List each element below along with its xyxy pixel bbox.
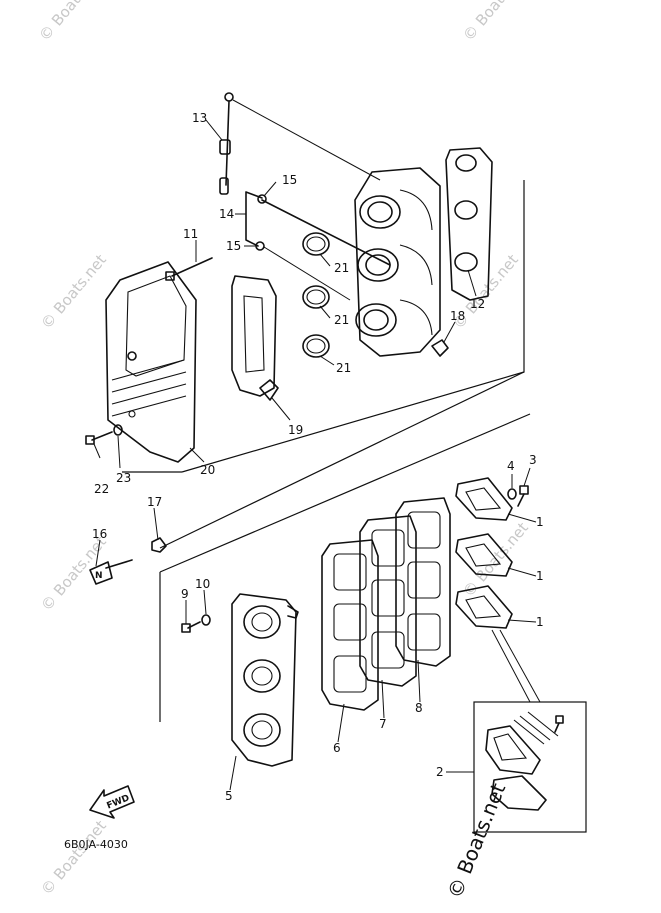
callout-17: 17 [147, 495, 162, 509]
part-16-lever: N [89, 559, 133, 585]
diagram-code: 6B0JA-4030 [64, 838, 128, 851]
watermark: © Boats.net [37, 251, 110, 333]
watermark: © Boats.net [459, 519, 532, 601]
lever-badge: N [95, 571, 103, 581]
callout-6: 6 [333, 741, 341, 755]
callout-8: 8 [415, 701, 423, 715]
assembly-frames [122, 180, 531, 722]
part-8-gasket [395, 497, 451, 667]
callout-12: 12 [470, 297, 485, 311]
part-23-washer [113, 424, 123, 436]
part-6-gasket [321, 539, 379, 711]
callout-1: 1 [536, 615, 544, 629]
callout-labels: 1 1 1 2 3 4 5 6 7 8 9 10 11 12 13 14 15 … [92, 111, 544, 803]
callout-10: 10 [195, 577, 210, 591]
part-19-gasket [231, 275, 279, 401]
callout-15: 15 [226, 239, 241, 253]
part-3-screw [517, 485, 529, 507]
callout-1: 1 [536, 569, 544, 583]
part-20-silencer-cover [105, 261, 197, 463]
callout-2: 2 [436, 765, 444, 779]
callout-23: 23 [116, 471, 131, 485]
part-10-washer [201, 614, 211, 626]
callout-11: 11 [183, 227, 198, 241]
callout-20: 20 [200, 463, 215, 477]
callout-22: 22 [94, 482, 109, 496]
callout-21: 21 [334, 261, 349, 275]
fwd-arrow-icon: FWD [89, 785, 135, 819]
callout-4: 4 [507, 459, 515, 473]
callout-1: 1 [536, 515, 544, 529]
callout-21: 21 [336, 361, 351, 375]
part-5-reed-seat-plate [231, 593, 299, 767]
part-11-screw [165, 257, 213, 281]
part-14-hose [245, 191, 391, 301]
part-7-gasket [359, 515, 417, 687]
callout-19: 19 [288, 423, 303, 437]
part-21-o-rings [302, 232, 330, 358]
part-2-detail-box [473, 629, 587, 833]
watermark-large: © Boats.net [442, 780, 510, 902]
part-18-nut [431, 339, 449, 357]
callout-9: 9 [181, 587, 189, 601]
watermark: © Boats.net [35, 0, 108, 45]
part-12-intake-manifold [354, 167, 441, 357]
callout-21: 21 [334, 313, 349, 327]
callout-13: 13 [192, 111, 207, 125]
watermark: © Boats.net [459, 0, 532, 45]
part-9-bolt [181, 621, 201, 633]
callout-7: 7 [379, 717, 387, 731]
watermarks: © Boats.net © Boats.net © Boats.net © Bo… [35, 0, 532, 902]
part-12-manifold-gasket [445, 147, 493, 301]
part-4-washer [507, 488, 517, 500]
part-17-nut [151, 537, 167, 553]
callout-15: 15 [282, 173, 297, 187]
part-22-bolt [85, 431, 113, 445]
callout-5: 5 [225, 789, 233, 803]
leader-lines [93, 119, 537, 791]
callout-3: 3 [529, 453, 537, 467]
part-1-reed-valves [455, 477, 513, 629]
callout-14: 14 [219, 207, 234, 221]
watermark: © Boats.net [37, 817, 110, 899]
part-13-linkage-rod [219, 92, 381, 195]
callout-18: 18 [450, 309, 465, 323]
callout-16: 16 [92, 527, 107, 541]
